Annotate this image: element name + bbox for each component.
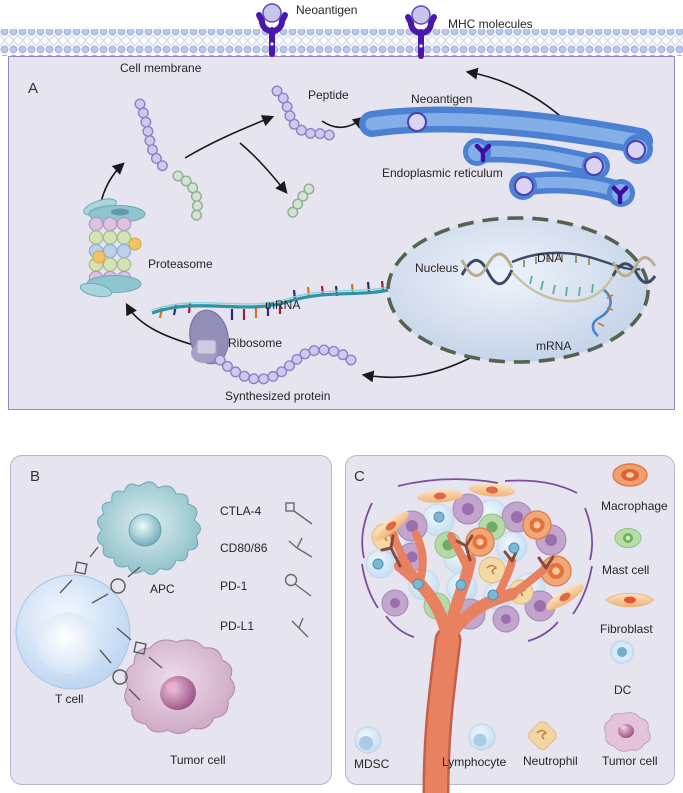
neutrophil-label: Neutrophil [523, 754, 578, 768]
dc-label: DC [614, 683, 632, 697]
t-cell-label: T cell [55, 692, 84, 706]
mast-cell-label: Mast cell [602, 563, 650, 577]
panel-b [10, 455, 332, 785]
cell-membrane-label: Cell membrane [120, 61, 202, 75]
mhc-molecule-left-icon [259, 4, 285, 54]
panel-a-tag: A [28, 80, 39, 97]
tumor-cell-b-label: Tumor cell [170, 753, 226, 767]
dna-label: DNA [537, 251, 563, 265]
ribosome-label: Ribosome [228, 336, 283, 350]
cell-membrane-band [0, 29, 683, 56]
lymphocyte-label: Lymphocyte [442, 755, 507, 769]
mrna-label: mRNA [265, 298, 301, 312]
synthesized-protein-label: Synthesized protein [225, 389, 331, 403]
er-label: Endoplasmic reticulum [382, 166, 503, 180]
macrophage-label: Macrophage [601, 499, 668, 513]
panel-c-tag: C [354, 468, 365, 485]
fibroblast-label: Fibroblast [600, 622, 653, 636]
ctla4-label: CTLA-4 [220, 504, 262, 518]
peptide-label: Peptide [308, 88, 349, 102]
panel-a [8, 56, 675, 410]
er-neoantigen-label: Neoantigen [411, 92, 473, 106]
nucleus-mrna-label: mRNA [536, 339, 572, 353]
tumor-cell-c-label: Tumor cell [602, 754, 658, 768]
mdsc-label: MDSC [354, 757, 390, 771]
mhc-molecule-right-icon [408, 6, 434, 56]
nucleus-label: Nucleus [415, 261, 459, 275]
neoantigen-top-label: Neoantigen [296, 3, 358, 17]
apc-label: APC [150, 582, 175, 596]
mhc-top-label: MHC molecules [448, 17, 533, 31]
pd1-label: PD-1 [220, 579, 248, 593]
cd8086-label: CD80/86 [220, 541, 268, 555]
pdl1-label: PD-L1 [220, 619, 255, 633]
proteasome-label: Proteasome [148, 257, 213, 271]
panel-b-tag: B [30, 468, 41, 485]
